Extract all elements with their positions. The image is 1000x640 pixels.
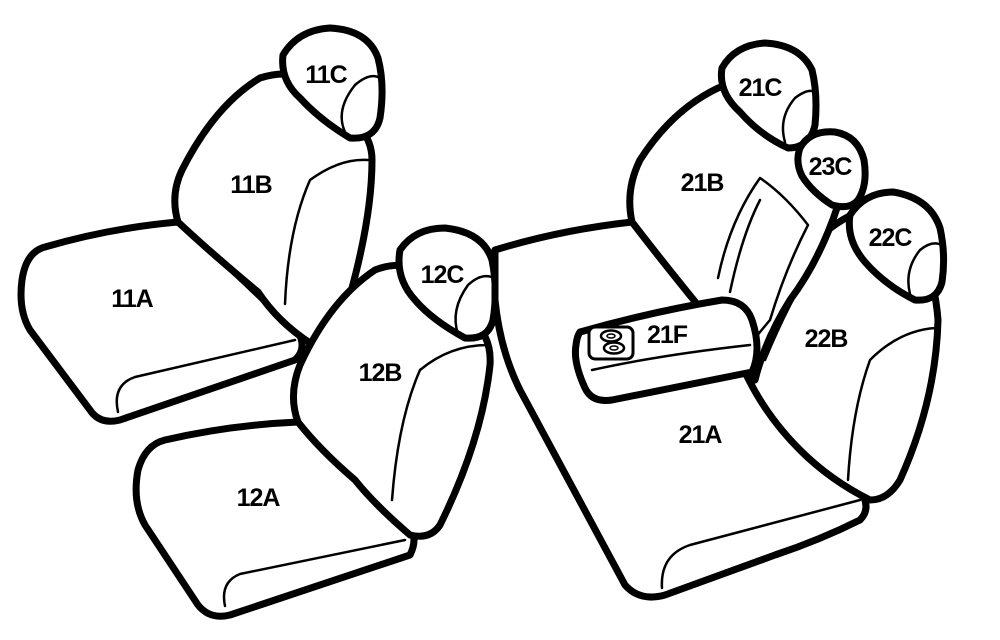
label-12b: 12B: [359, 359, 402, 387]
cup-holder-icon: [587, 325, 635, 361]
seat-22b-side-bolster: [846, 326, 938, 482]
seat-21c-headrest: [717, 39, 820, 152]
seat-22c-headrest: [845, 188, 948, 304]
seat-11b-side-bolster: [283, 158, 370, 306]
label-12c: 12C: [421, 261, 465, 289]
label-23c: 23C: [809, 153, 853, 181]
seat-11c-side: [340, 74, 382, 134]
seat-21f-armrest-side: [590, 343, 752, 372]
seat-12c-headrest: [395, 224, 499, 342]
seat-21f-armrest: [571, 296, 761, 404]
seat-21a-front-panel: [660, 498, 862, 590]
label-11c: 11C: [305, 61, 347, 89]
rear-bench: [491, 39, 948, 601]
label-12a: 12A: [237, 484, 281, 512]
seat-12: [132, 224, 499, 620]
part-labels: 11C 11B 11A 12C 12B 12A 21C 23C 21B 22C …: [111, 61, 913, 512]
label-21a: 21A: [679, 421, 723, 449]
seat-11: [17, 24, 386, 425]
seat-21b-fold-panel: [716, 176, 810, 352]
seat-21b-fold-panel-inner: [728, 198, 762, 294]
seat-23c-headrest: [794, 128, 869, 211]
seat-12a-front-panel: [222, 538, 407, 608]
label-11a: 11A: [111, 285, 153, 313]
seat-11b-backrest: [171, 70, 376, 348]
label-21f: 21F: [647, 321, 688, 349]
label-11b: 11B: [230, 171, 271, 199]
seat-11c-headrest: [279, 24, 386, 142]
label-22c: 22C: [869, 224, 913, 252]
seat-12b-backrest: [290, 261, 494, 540]
seat-22c-side: [907, 242, 944, 296]
label-21b: 21B: [681, 169, 724, 197]
label-21c: 21C: [739, 74, 783, 102]
seat-11a-front-panel: [115, 338, 297, 414]
seat-12c-side: [454, 274, 496, 336]
seat-12b-side-bolster: [390, 343, 490, 502]
label-22b: 22B: [805, 325, 848, 353]
seat-21c-side: [781, 89, 817, 144]
